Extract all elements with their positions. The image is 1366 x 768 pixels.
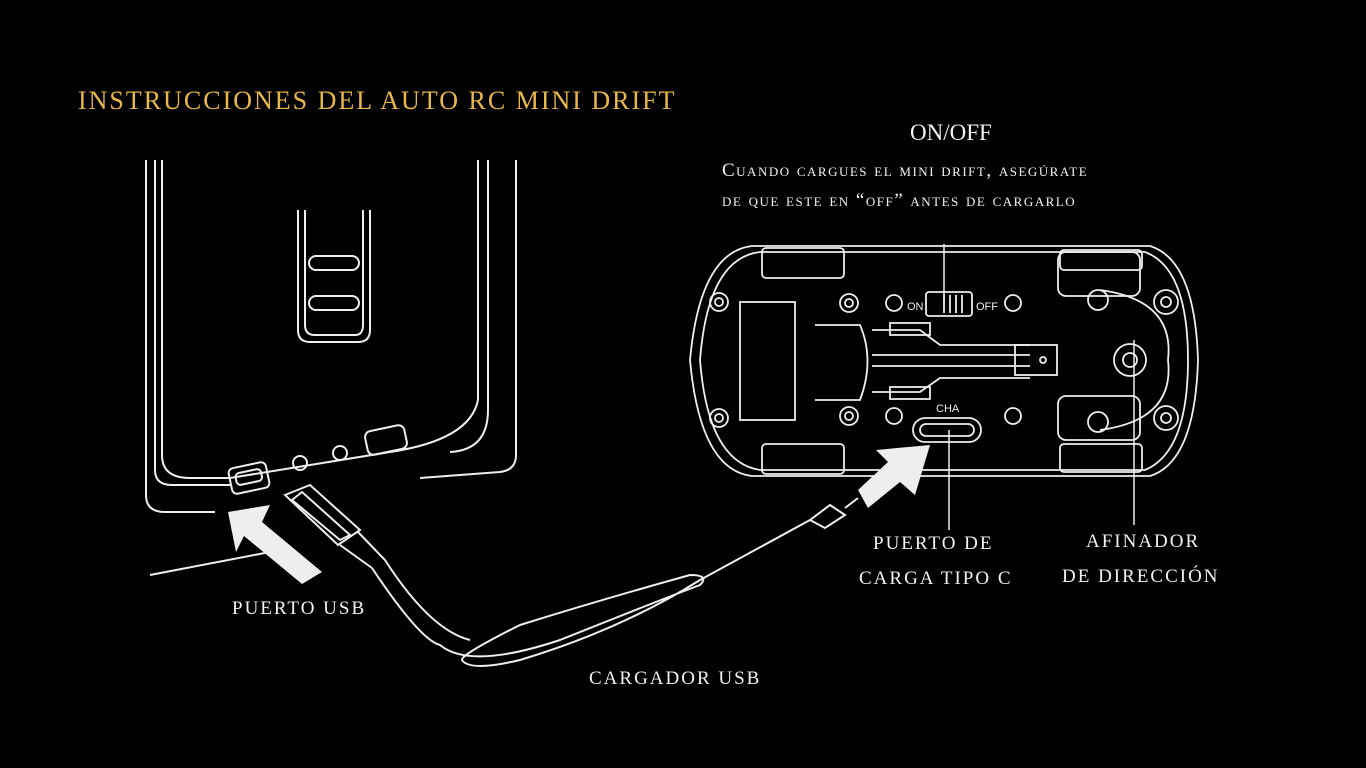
on-mark: ON [907, 301, 924, 313]
device-illustration [145, 160, 517, 576]
onoff-heading: ON/OFF [910, 120, 992, 145]
usb-port-label: PUERTO USB [232, 598, 367, 619]
off-mark: OFF [976, 301, 998, 313]
usb-cable-illustration [283, 483, 859, 667]
typec-port-icon [912, 417, 982, 443]
cha-mark: CHA [936, 403, 960, 415]
car-underside-illustration [689, 245, 1199, 477]
typec-label-line2: CARGA TIPO C [859, 568, 1013, 589]
onoff-description-line2: de que este en “off” antes de cargarlo [722, 190, 1077, 211]
power-switch-icon [925, 291, 973, 317]
arrow-to-usb-port-icon [228, 505, 322, 584]
usb-charger-label: CARGADOR USB [589, 668, 762, 689]
typec-label-line1: PUERTO DE [873, 533, 994, 554]
steering-label-line1: AFINADOR [1086, 531, 1201, 552]
page-title: INSTRUCCIONES DEL AUTO RC MINI DRIFT [78, 86, 677, 115]
onoff-description-line1: Cuando cargues el mini drift, asegúrate [722, 160, 1089, 181]
steering-label-line2: DE DIRECCIÓN [1062, 566, 1220, 587]
